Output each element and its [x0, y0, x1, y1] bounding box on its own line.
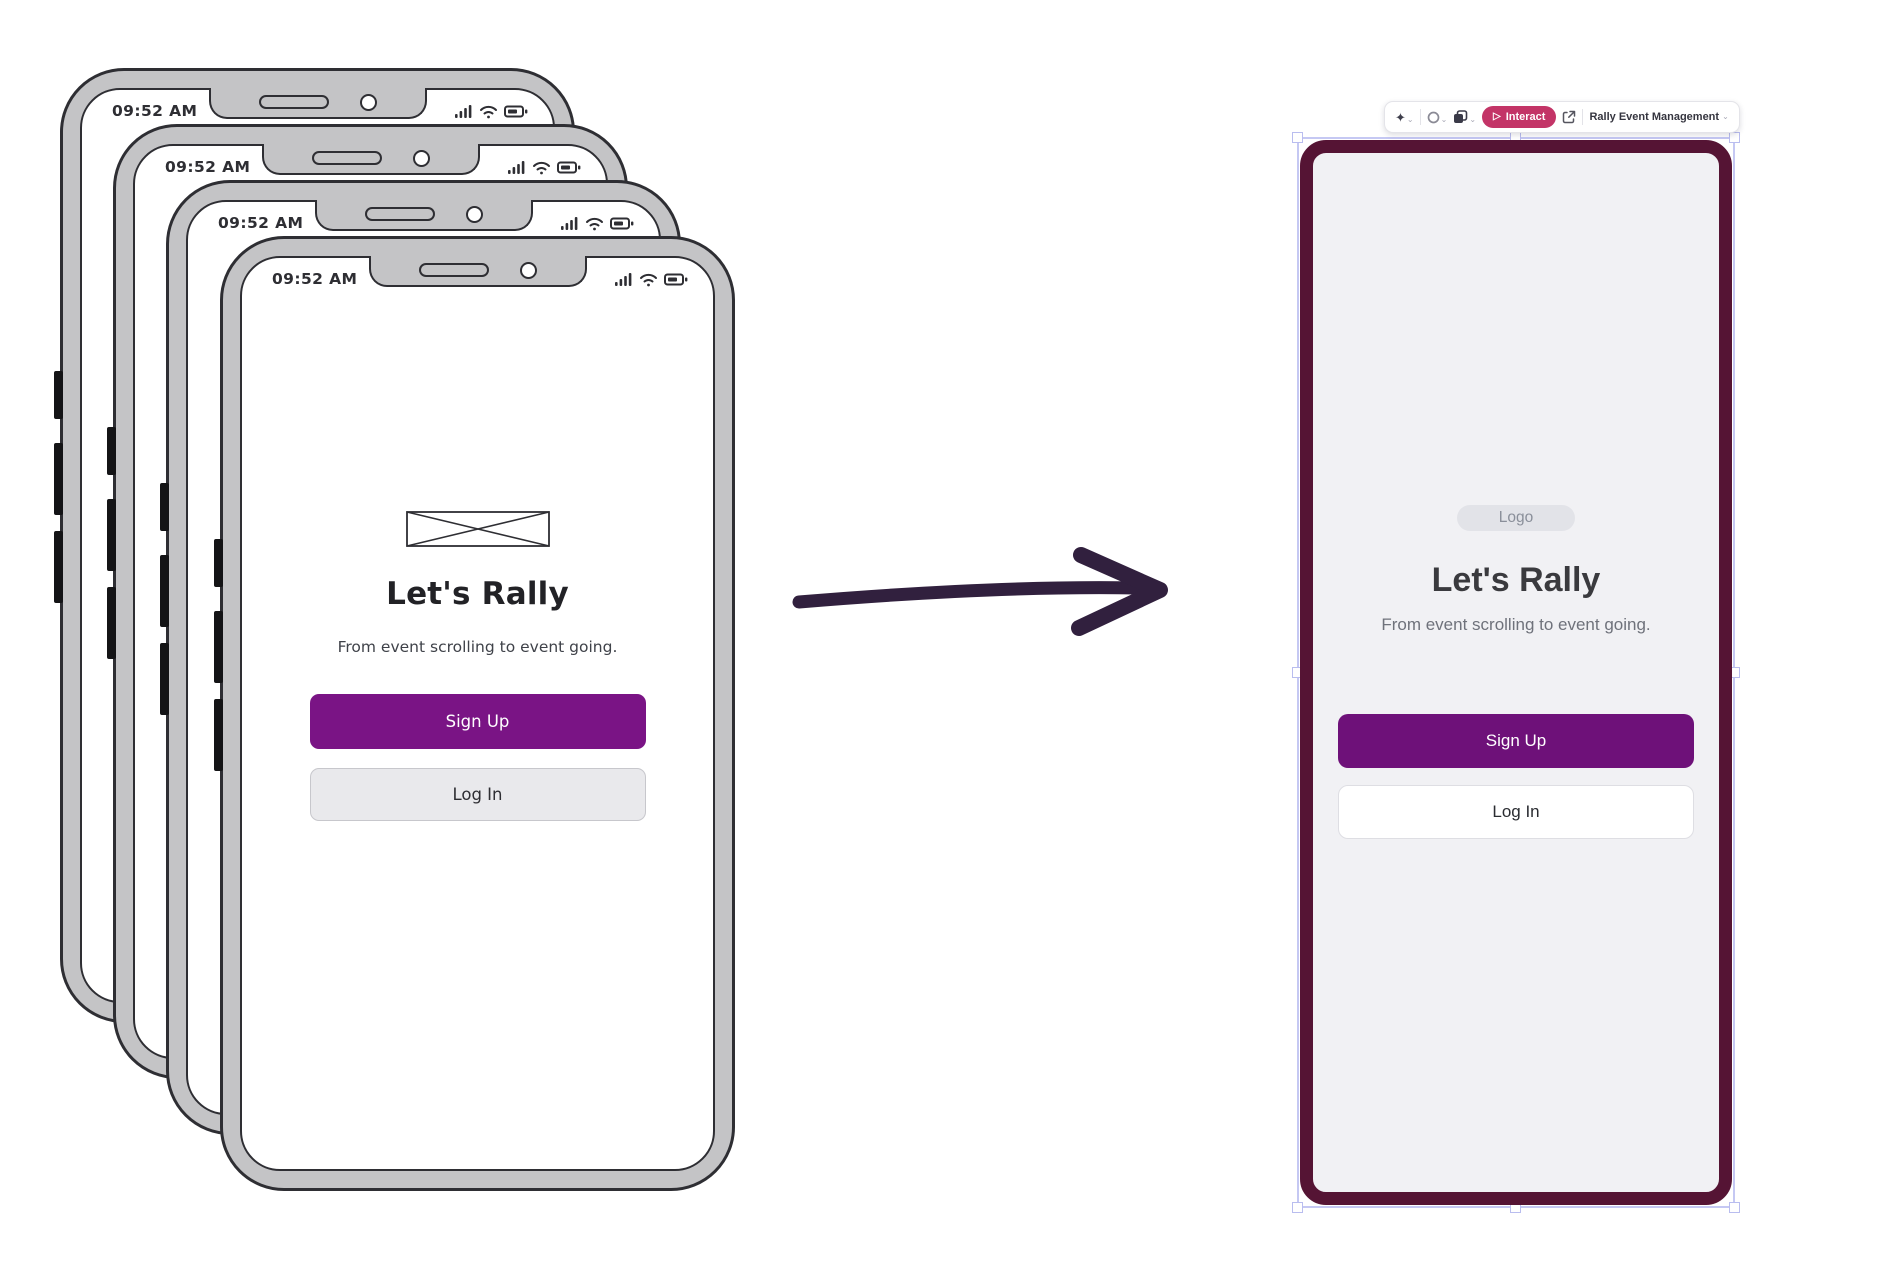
speaker-pill-icon: [418, 263, 489, 277]
project-name-dropdown[interactable]: Rally Event Management ⌄: [1589, 111, 1728, 123]
play-icon: ▷: [1493, 111, 1501, 122]
toolbar-divider: [1582, 109, 1584, 125]
side-button-icon: [54, 443, 63, 515]
login-button[interactable]: Log In: [309, 768, 646, 821]
layers-icon: [1454, 110, 1468, 123]
status-time: 09:52 AM: [218, 214, 304, 232]
status-icons: [455, 104, 528, 119]
status-time: 09:52 AM: [272, 270, 358, 288]
side-button-icon: [214, 539, 223, 587]
shape-tool-button[interactable]: ⌄: [1427, 111, 1448, 124]
notch: [208, 88, 427, 119]
status-bar: 09:52 AM: [218, 214, 634, 232]
app-title: Let's Rally: [386, 576, 569, 612]
notch: [261, 144, 480, 175]
magic-sparkle-button[interactable]: ✦ ⌄: [1395, 111, 1414, 124]
signal-icon: [508, 160, 525, 174]
sparkle-icon: ✦: [1395, 109, 1406, 125]
battery-icon: [664, 273, 688, 285]
selection-handle-top-left[interactable]: [1292, 132, 1303, 143]
interact-label: Interact: [1505, 111, 1546, 123]
status-icons: [561, 216, 634, 231]
speaker-pill-icon: [364, 207, 435, 221]
wifi-icon: [533, 161, 550, 174]
status-time: 09:52 AM: [165, 158, 251, 176]
battery-icon: [504, 105, 528, 117]
logo-placeholder: Logo: [1457, 505, 1575, 531]
side-button-icon: [160, 555, 169, 627]
wifi-icon: [640, 273, 657, 286]
external-link-icon: [1563, 110, 1576, 124]
side-button-icon: [214, 699, 223, 771]
notch: [314, 200, 533, 231]
interact-button[interactable]: ▷ Interact: [1482, 106, 1557, 128]
side-button-icon: [214, 611, 223, 683]
signal-icon: [615, 272, 632, 286]
app-title: Let's Rally: [1431, 561, 1601, 599]
signup-button[interactable]: Sign Up: [1338, 714, 1694, 768]
side-button-icon: [54, 531, 63, 603]
wireframe-screen: 09:52 AM Let's Rally From event scrollin…: [240, 256, 715, 1171]
image-placeholder-icon: [405, 511, 550, 547]
camera-dot-icon: [465, 206, 483, 223]
layers-tool-button[interactable]: ⌄: [1453, 110, 1476, 124]
side-button-icon: [54, 371, 63, 419]
notch: [368, 256, 587, 287]
app-tagline: From event scrolling to event going.: [1381, 615, 1651, 634]
chevron-down-icon: ⌄: [1469, 115, 1477, 124]
signal-icon: [561, 216, 578, 230]
status-bar: 09:52 AM: [165, 158, 581, 176]
wireframe-content: Let's Rally From event scrolling to even…: [242, 258, 713, 1169]
chevron-down-icon: ⌄: [1440, 114, 1448, 124]
side-button-icon: [160, 643, 169, 715]
status-bar: 09:52 AM: [272, 270, 688, 288]
project-name-label: Rally Event Management: [1589, 111, 1720, 123]
side-button-icon: [160, 483, 169, 531]
wireframe-phone-4: 09:52 AM Let's Rally From event scrollin…: [214, 236, 735, 1191]
editor-toolbar: ✦ ⌄ ⌄ ⌄ ▷ Interact Rally Event Managemen…: [1384, 101, 1740, 133]
selection-handle-bottom-right[interactable]: [1729, 1202, 1740, 1213]
side-button-icon: [107, 427, 116, 475]
signal-icon: [455, 104, 472, 118]
chevron-down-icon: ⌄: [1406, 114, 1414, 124]
battery-icon: [557, 161, 581, 173]
status-bar: 09:52 AM: [112, 102, 528, 120]
side-button-icon: [107, 587, 116, 659]
circle-icon: [1427, 111, 1439, 123]
signup-button[interactable]: Sign Up: [309, 694, 646, 749]
camera-dot-icon: [412, 150, 430, 167]
speaker-pill-icon: [258, 95, 329, 109]
status-time: 09:52 AM: [112, 102, 198, 120]
device-frame[interactable]: Logo Let's Rally From event scrolling to…: [1300, 140, 1732, 1205]
wifi-icon: [480, 105, 497, 118]
open-preview-button[interactable]: [1562, 110, 1576, 124]
side-button-icon: [107, 499, 116, 571]
speaker-pill-icon: [311, 151, 382, 165]
login-button[interactable]: Log In: [1338, 785, 1694, 839]
app-tagline: From event scrolling to event going.: [337, 638, 618, 656]
camera-dot-icon: [359, 94, 377, 111]
wifi-icon: [586, 217, 603, 230]
camera-dot-icon: [519, 262, 537, 279]
status-icons: [615, 272, 688, 287]
arrow-icon: [792, 547, 1168, 636]
status-icons: [508, 160, 581, 175]
selection-handle-bottom-left[interactable]: [1292, 1202, 1303, 1213]
toolbar-divider: [1419, 109, 1421, 125]
selection-handle-top-right[interactable]: [1729, 132, 1740, 143]
battery-icon: [610, 217, 634, 229]
chevron-down-icon: ⌄: [1722, 112, 1729, 121]
